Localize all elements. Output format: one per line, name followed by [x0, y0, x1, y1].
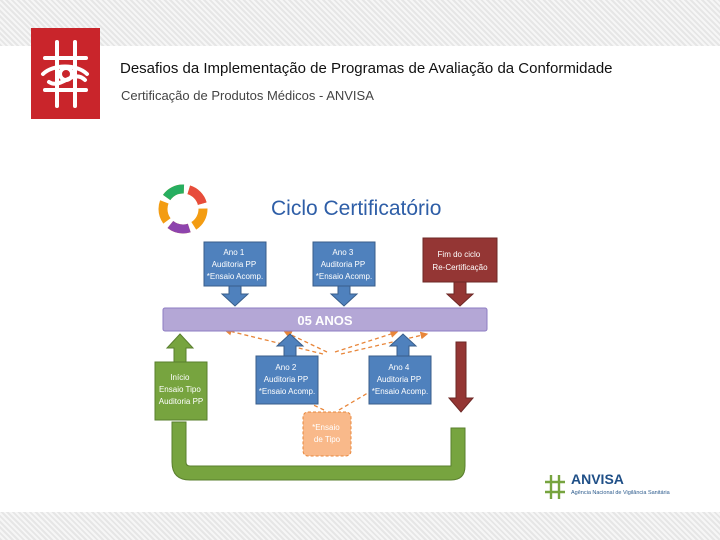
box-ano-2-line2: Auditoria PP [264, 375, 308, 384]
box-ano-1 [203, 241, 267, 287]
anvisa-cross-icon [545, 475, 565, 499]
anvisa-logo: ANVISA Agência Nacional de Vigilância Sa… [540, 468, 680, 504]
box-ano-4-line1: Ano 4 [388, 363, 409, 372]
up-arrow-ano-4 [388, 333, 418, 357]
svg-text:Fim do ciclo Re-Certificaç: Fim do ciclo Re-Certificação [432, 250, 488, 272]
box-ano-2-line1: Ano 2 [275, 363, 296, 372]
down-arrow-ano-1 [220, 285, 250, 307]
years-bar-label: 05 ANOS [297, 313, 352, 328]
box-inicio-line2: Ensaio Tipo [159, 385, 201, 394]
certification-cycle-diagram: Ciclo Certificatório Ano 1 Auditoria PP … [154, 184, 498, 481]
bottom-stripe-band [0, 512, 720, 540]
box-fim-line1: Fim do ciclo [438, 250, 481, 259]
box-fim-do-ciclo [422, 237, 498, 283]
anvisa-subtitle: Agência Nacional de Vigilância Sanitária [571, 490, 670, 496]
cross-logo-icon [41, 40, 89, 108]
down-arrow-fim [445, 281, 475, 307]
diagram-title: Ciclo Certificatório [271, 197, 441, 220]
cycle-arrows-icon [158, 184, 208, 234]
top-stripe-band [0, 0, 720, 46]
box-ano-3-line3: *Ensaio Acomp. [316, 272, 372, 281]
box-ano-1-line2: Auditoria PP [212, 260, 256, 269]
box-ensaio-line2: de Tipo [314, 435, 341, 444]
box-ensaio-de-tipo [302, 411, 352, 457]
box-ensaio-line1: *Ensaio [312, 423, 340, 432]
box-ano-4 [368, 355, 432, 405]
box-ano-3-line1: Ano 3 [332, 248, 353, 257]
return-cycle-arrow [171, 421, 466, 481]
box-ano-1-line1: Ano 1 [223, 248, 244, 257]
down-arrow-ano-3 [329, 285, 359, 307]
institution-logo [31, 28, 100, 119]
anvisa-name: ANVISA [571, 471, 624, 487]
box-ano-4-line2: Auditoria PP [377, 375, 421, 384]
up-arrow-ano-2 [275, 333, 305, 357]
svg-text:*Ensaio de Tipo: *Ensaio de Tipo [312, 423, 342, 444]
page-title: Desafios da Implementação de Programas d… [120, 60, 613, 77]
svg-text:Ano 4 Auditoria PP *En: Ano 4 Auditoria PP *Ensaio Acomp. [372, 363, 428, 396]
box-ano-4-line3: *Ensaio Acomp. [372, 387, 428, 396]
box-ano-3-line2: Auditoria PP [321, 260, 365, 269]
page-subtitle: Certificação de Produtos Médicos - ANVIS… [121, 88, 374, 103]
box-inicio-line3: Auditoria PP [159, 397, 203, 406]
box-ano-2 [255, 355, 319, 405]
svg-text:Ano 2 Auditoria PP *En: Ano 2 Auditoria PP *Ensaio Acomp. [259, 363, 315, 396]
up-arrow-inicio [165, 333, 195, 363]
box-ano-3 [312, 241, 376, 287]
down-arrow-recert [447, 341, 475, 413]
box-fim-line2: Re-Certificação [432, 263, 488, 272]
svg-text:Ano 1 Auditoria PP *En: Ano 1 Auditoria PP *Ensaio Acomp. [207, 248, 263, 281]
svg-text:Início Ensaio Tipo Aud: Início Ensaio Tipo Auditoria PP [159, 373, 203, 406]
box-inicio [154, 361, 208, 421]
years-bar [162, 307, 488, 332]
box-ano-1-line3: *Ensaio Acomp. [207, 272, 263, 281]
box-inicio-line1: Início [170, 373, 190, 382]
box-ano-2-line3: *Ensaio Acomp. [259, 387, 315, 396]
svg-text:Ano 3 Auditoria PP *En: Ano 3 Auditoria PP *Ensaio Acomp. [316, 248, 372, 281]
